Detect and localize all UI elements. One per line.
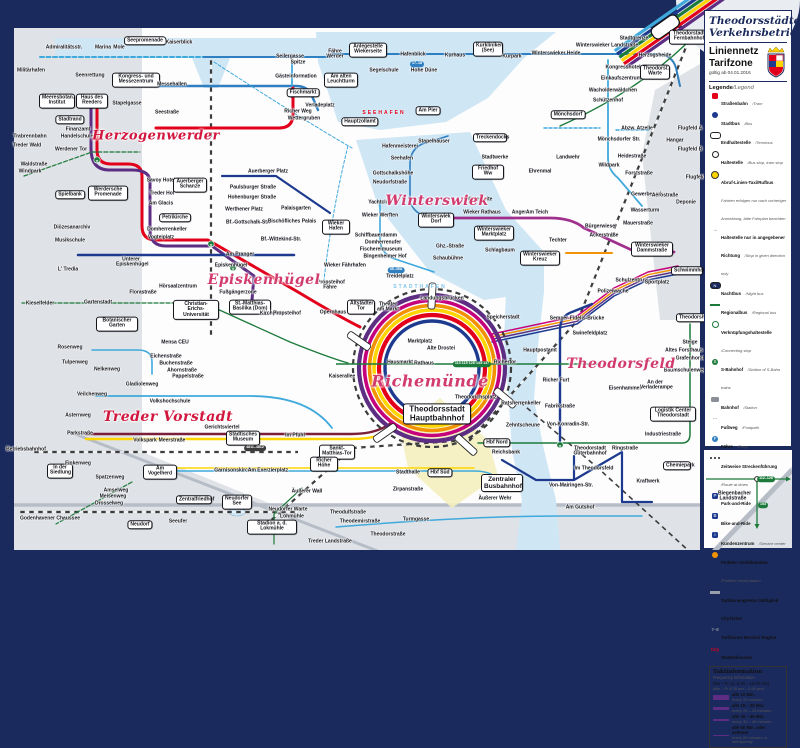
sbahn-icon: S — [712, 358, 718, 365]
tram-icon — [712, 92, 718, 99]
legend-item: Tarifzonengrenze Gültigkeit CityTicket — [709, 589, 787, 625]
regional-bus-line-icon — [710, 303, 720, 306]
svg-text:S: S — [95, 159, 98, 164]
frequency-info-box: Taktinformation Frequency information (M… — [709, 666, 787, 748]
operator-title: Theodorsstädter Verkehrsbetriebe — [709, 15, 800, 40]
legend-item: Zeitweise Streckenführung /Route at time… — [709, 455, 787, 491]
frequency-row: alle 10 Min.every 10 minutes — [713, 692, 783, 702]
legend-item: Abruf-Linien-Taxi/Rufbus Fahrten erfolge… — [709, 171, 787, 225]
valid-from: gültig ab 04.01.2016 — [709, 70, 751, 76]
operator-title-line1: Theodorsstädter — [709, 15, 800, 27]
city-name-sample-icon: City — [710, 646, 720, 652]
tariff-border-icon — [710, 591, 720, 595]
pedelec-station-icon — [712, 551, 718, 558]
tariff-zone-numbers-icon: 7–8 — [711, 626, 719, 632]
legend-item: Endhaltestelle /Terminus — [709, 131, 787, 149]
night-bus-icon: N — [709, 282, 721, 290]
svg-text:S: S — [231, 267, 234, 272]
svg-text:S: S — [209, 243, 212, 248]
frequency-row: alle 30 – 45 Min.every 30 – 45 minutes — [713, 714, 783, 724]
divider — [709, 42, 787, 44]
legend-item: Haltestelle /Bus stop, tram stop — [709, 151, 787, 169]
customer-center-icon: i — [712, 532, 718, 539]
stop-icon — [711, 151, 719, 159]
legend-item: Regionalbus /Regional bus — [709, 301, 787, 319]
one-direction-arrow-icon: → — [712, 226, 718, 233]
network-title-line1: Liniennetz — [709, 46, 759, 58]
legend-panel: Theodorsstädter Verkehrsbetriebe Linienn… — [704, 10, 800, 748]
divider — [709, 81, 787, 83]
svg-text:S: S — [558, 444, 561, 449]
frequency-title-en: Frequency information — [713, 675, 755, 680]
bus-icon — [712, 112, 718, 119]
legend-item: Verknüpfungshaltestelle /Connecting stop — [709, 321, 787, 357]
connecting-stop-icon — [711, 321, 719, 329]
city-crest-icon — [767, 46, 785, 78]
taxi-icon — [711, 171, 719, 179]
legend-item: ⋯Fußweg /Footpath — [712, 416, 759, 430]
footpath-icon: ⋯ — [712, 416, 718, 423]
legend-item: Straßenbahn /Tram — [709, 92, 787, 110]
frequency-hours-en: (Mo – Fr 6.30 am – 6.00 pm) — [713, 686, 764, 691]
bike-and-ride-icon: B — [712, 512, 718, 519]
rail-station-icon — [711, 396, 719, 402]
legend-item: Stadtbus /Bus — [709, 112, 787, 130]
ferry-icon: F — [712, 435, 718, 442]
legend-item: Bahnhof /Station — [709, 396, 787, 414]
legend-heading: Legende/Legend — [709, 85, 754, 92]
temporary-route-icon — [710, 457, 720, 460]
terminus-icon — [709, 131, 721, 139]
operator-title-line2: Verkehrsbetriebe — [709, 27, 800, 40]
legend-item: Pedelec-Verleihstation /Pedelec rental s… — [709, 551, 787, 587]
legend-item: →Haltestelle nur in angegebener Richtung… — [712, 226, 785, 277]
park-and-ride-icon: P — [712, 492, 718, 499]
frequency-row: alle 15 – 20 Min.every 15 – 20 minutes — [713, 703, 783, 713]
map-graphic: S S S S — [14, 0, 800, 564]
network-title-line2: Tarifzone — [709, 57, 753, 69]
